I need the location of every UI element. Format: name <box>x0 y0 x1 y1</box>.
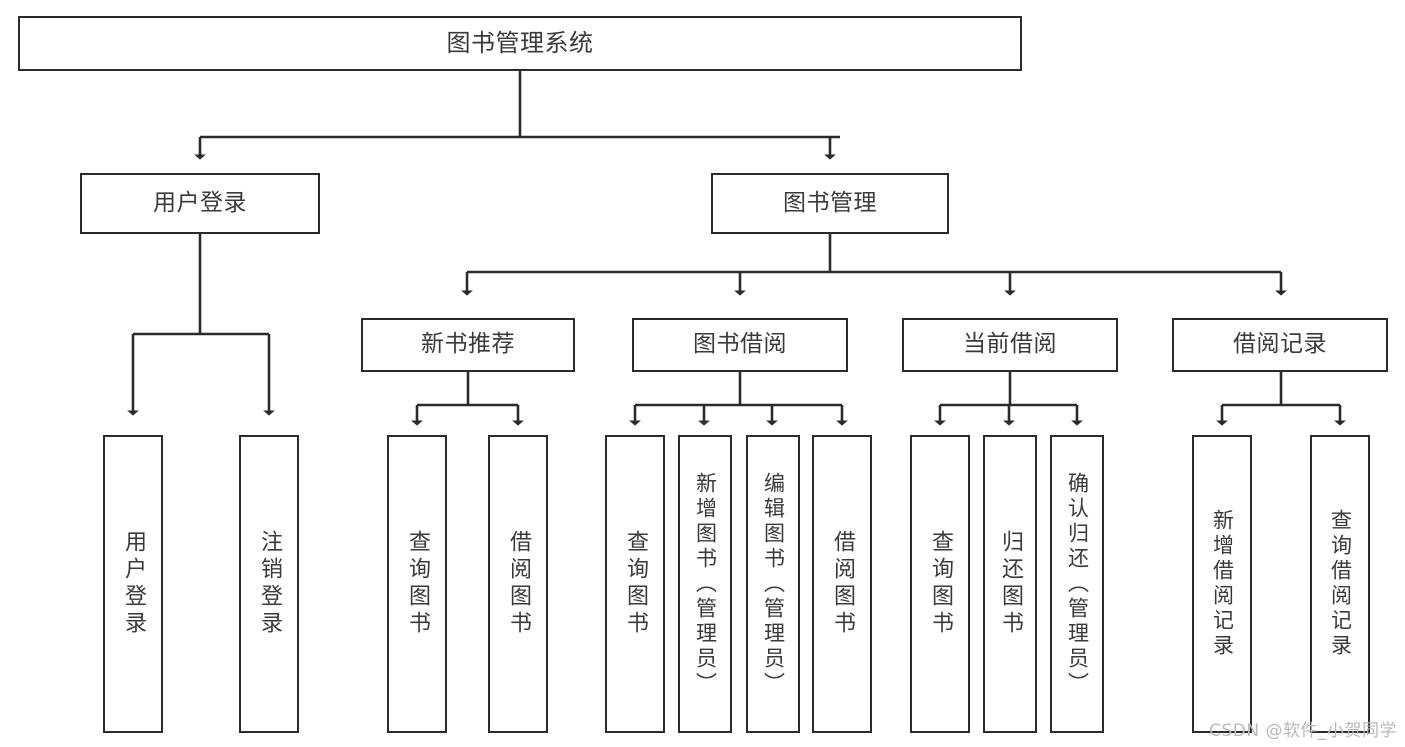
leaf-user-login-login[interactable]: 用户登录 <box>103 435 163 733</box>
leaf-book-borrow-add-book-admin[interactable]: 新增图书（管理员） <box>678 435 732 733</box>
node-label: 注销登录 <box>257 530 282 638</box>
node-label: 确认归还（管理员） <box>1065 471 1090 697</box>
leaf-book-borrow-edit-book-admin[interactable]: 编辑图书（管理员） <box>746 435 800 733</box>
node-label: 借阅图书 <box>830 530 855 638</box>
leaf-borrow-record-query-record[interactable]: 查询借阅记录 <box>1310 435 1370 733</box>
node-label: 新增借阅记录 <box>1210 509 1235 659</box>
leaf-book-borrow-query-book[interactable]: 查询图书 <box>605 435 665 733</box>
leaf-borrow-record-add-record[interactable]: 新增借阅记录 <box>1192 435 1252 733</box>
node-label: 当前借阅 <box>963 331 1057 358</box>
node-label: 新书推荐 <box>421 331 515 358</box>
leaf-user-login-logout[interactable]: 注销登录 <box>239 435 299 733</box>
node-label: 图书管理 <box>783 189 877 216</box>
node-new-book-recommend[interactable]: 新书推荐 <box>361 318 575 372</box>
node-label: 查询图书 <box>928 530 953 638</box>
node-root-book-management-system[interactable]: 图书管理系统 <box>18 16 1022 71</box>
leaf-new-book-query-book[interactable]: 查询图书 <box>387 435 447 733</box>
node-borrow-record[interactable]: 借阅记录 <box>1172 318 1388 372</box>
watermark-text: CSDN @软件_小贺同学 <box>1209 721 1397 741</box>
node-book-borrow[interactable]: 图书借阅 <box>632 318 848 372</box>
node-book-management[interactable]: 图书管理 <box>711 173 949 234</box>
leaf-current-borrow-confirm-return-admin[interactable]: 确认归还（管理员） <box>1050 435 1104 733</box>
node-label: 图书管理系统 <box>446 29 594 58</box>
node-label: 用户登录 <box>153 189 247 216</box>
leaf-new-book-borrow-book[interactable]: 借阅图书 <box>488 435 548 733</box>
node-label: 查询借阅记录 <box>1328 509 1353 659</box>
node-user-login[interactable]: 用户登录 <box>80 173 320 234</box>
node-label: 借阅记录 <box>1233 331 1327 358</box>
node-label: 查询图书 <box>623 530 648 638</box>
leaf-book-borrow-borrow-book[interactable]: 借阅图书 <box>812 435 872 733</box>
node-label: 新增图书（管理员） <box>693 471 718 697</box>
leaf-current-borrow-return-book[interactable]: 归还图书 <box>983 435 1037 733</box>
node-label: 归还图书 <box>998 530 1023 638</box>
node-label: 编辑图书（管理员） <box>761 471 786 697</box>
node-label: 用户登录 <box>121 530 146 638</box>
leaf-current-borrow-query-book[interactable]: 查询图书 <box>910 435 970 733</box>
node-label: 查询图书 <box>405 530 430 638</box>
node-current-borrow[interactable]: 当前借阅 <box>902 318 1118 372</box>
node-label: 图书借阅 <box>693 331 787 358</box>
node-label: 借阅图书 <box>506 530 531 638</box>
